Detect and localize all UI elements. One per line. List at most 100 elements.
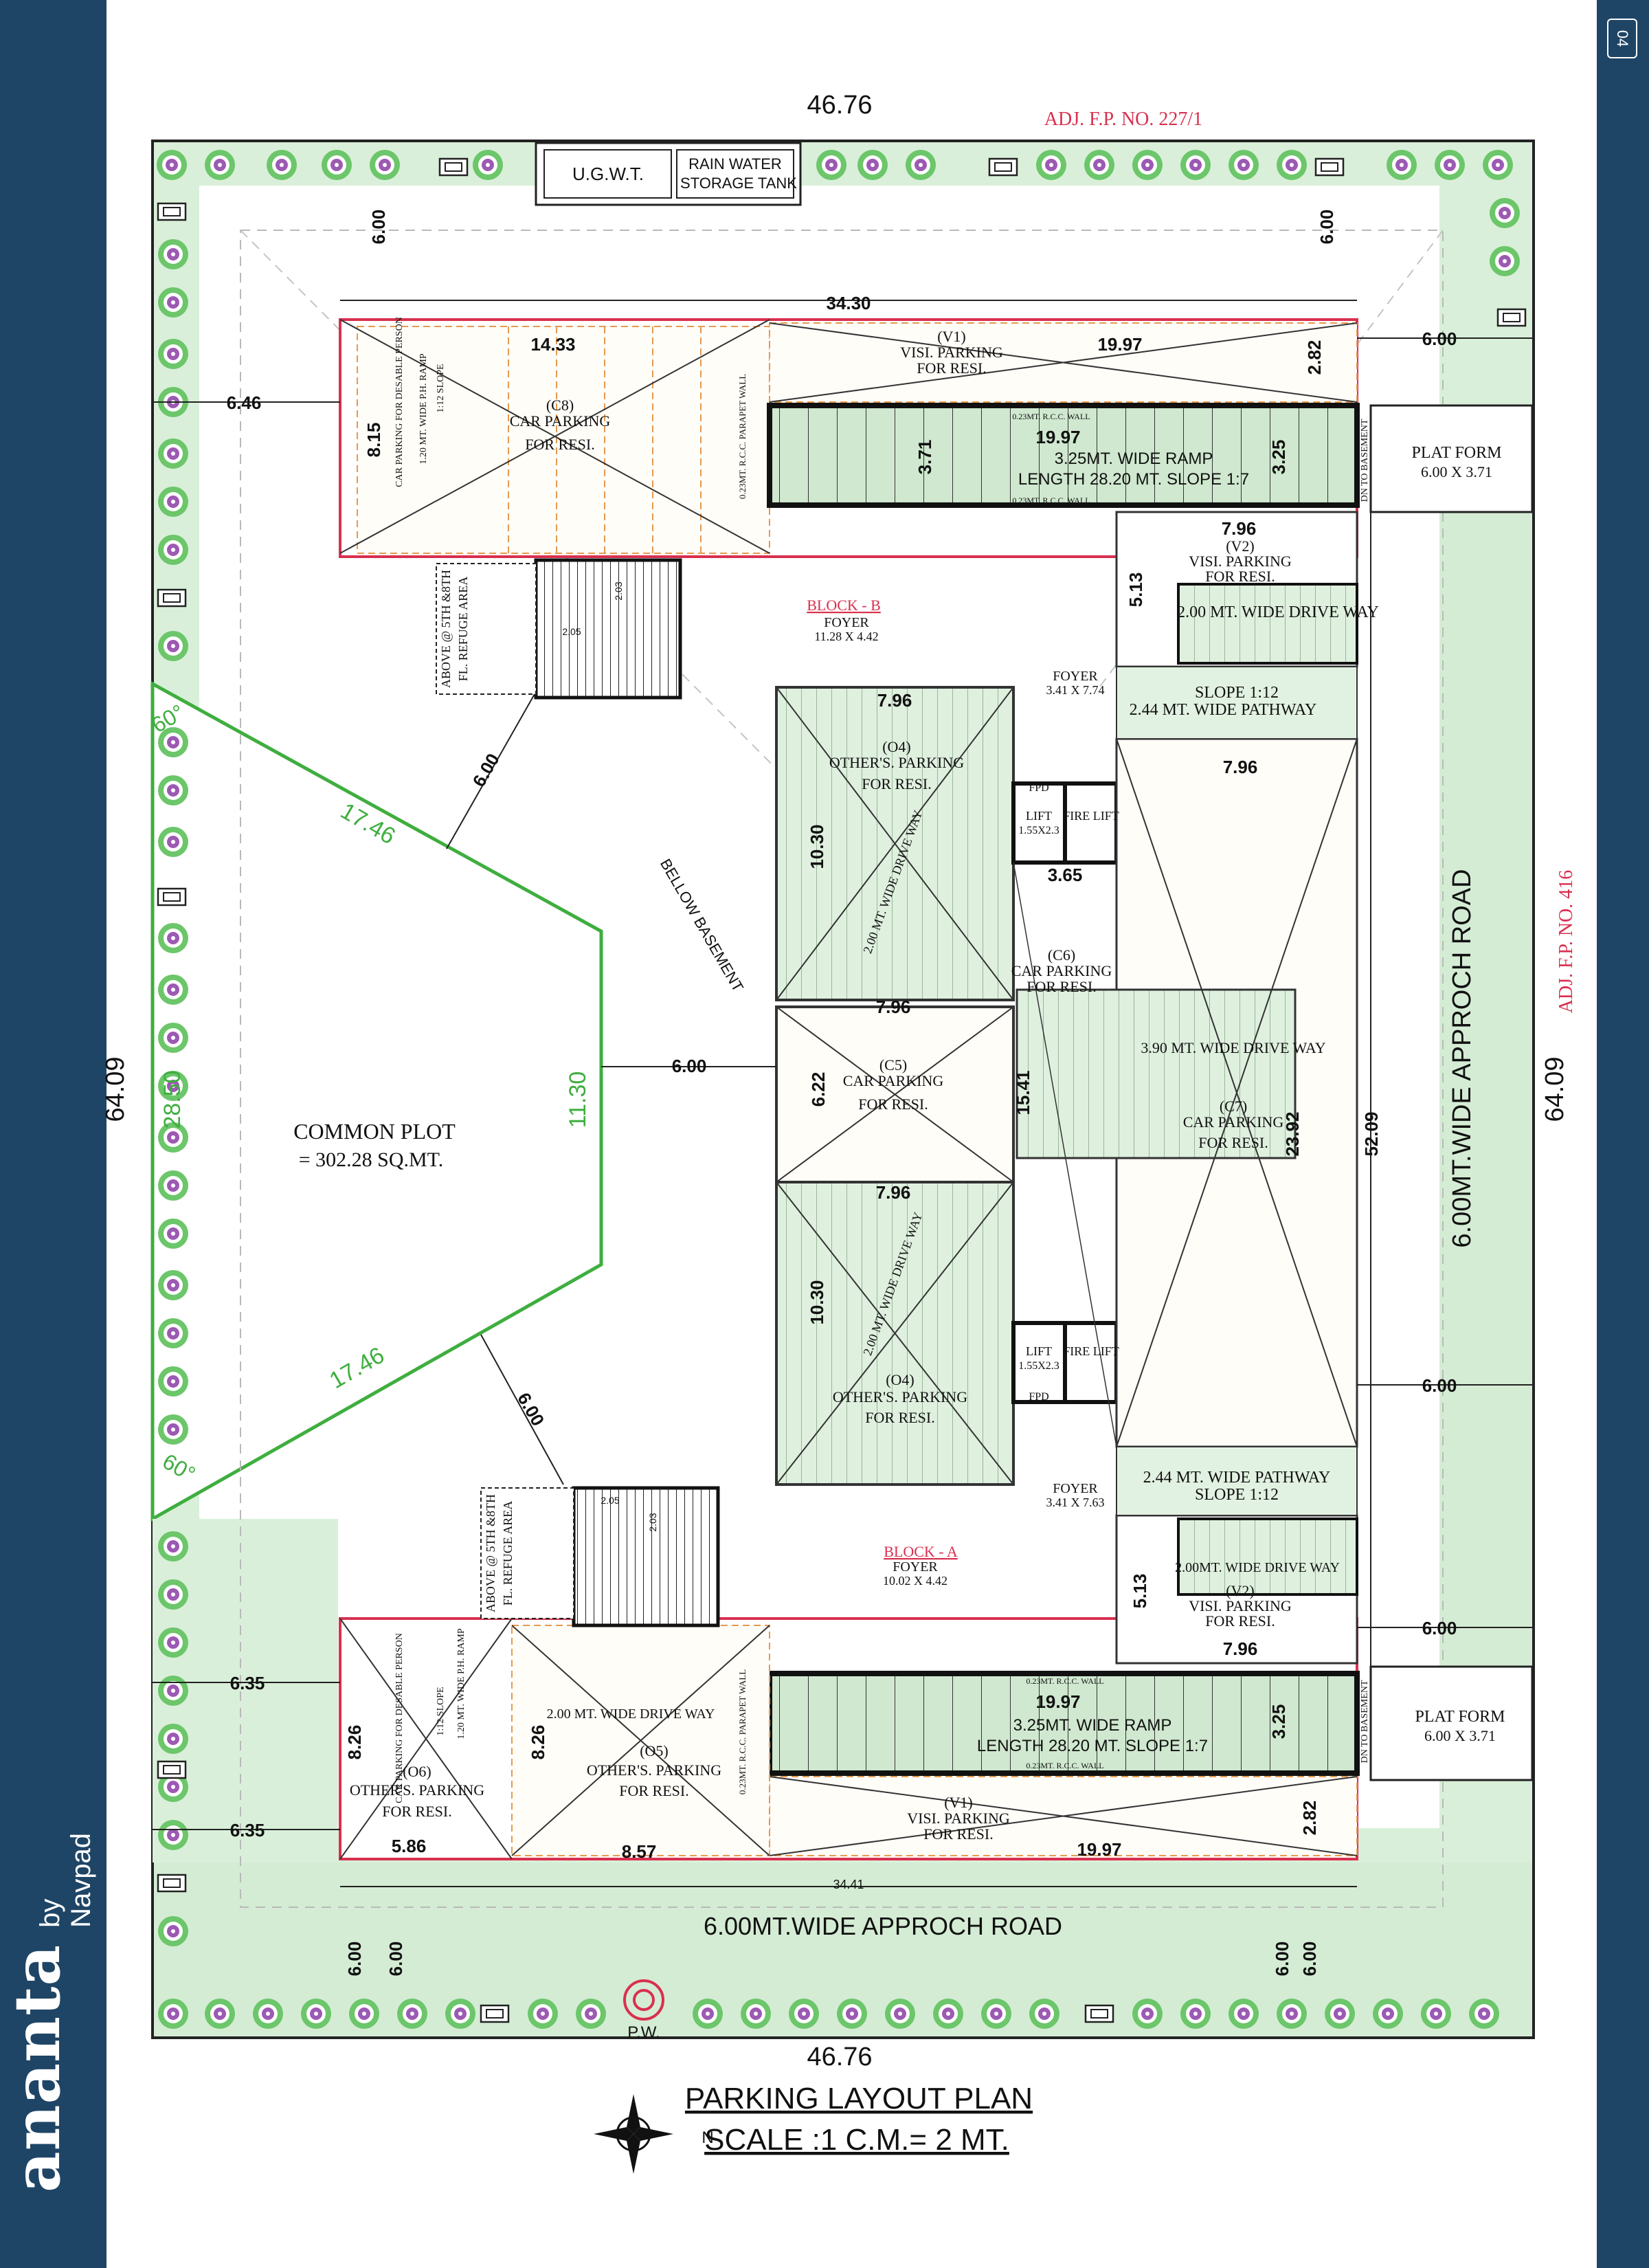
- dim-600-bottom-3: 6.00: [1272, 1942, 1292, 1977]
- v2-bottom-name: VISI. PARKING: [1189, 1597, 1292, 1614]
- block-b-foyer-size: 11.28 X 4.42: [814, 630, 878, 643]
- dim-513-bottom: 5.13: [1130, 1574, 1150, 1609]
- bottom-road-label: 6.00MT.WIDE APPROCH ROAD: [704, 1912, 1062, 1940]
- refuge-bottom-1: ABOVE @ 5TH &8TH: [484, 1494, 497, 1612]
- o6-code: (O6): [403, 1763, 431, 1780]
- block-b-label: BLOCK - B: [807, 597, 881, 614]
- platform-bottom-2: 6.00 X 3.71: [1424, 1727, 1496, 1744]
- left-sidebar: [0, 0, 106, 2268]
- dim-282-bottom: 2.82: [1299, 1801, 1320, 1836]
- dim-600-top-right: 6.00: [1316, 210, 1337, 245]
- v1-top-use: FOR RESI.: [917, 359, 986, 377]
- o6-name: OTHER'S. PARKING: [350, 1781, 484, 1799]
- pathway-bottom-slope: SLOPE 1:12: [1195, 1486, 1279, 1504]
- cp-dim-inner: 11.30: [565, 1071, 591, 1129]
- c5-code: (C5): [879, 1056, 907, 1074]
- dim-600-top-left: 6.00: [368, 210, 389, 245]
- o4-bottom-use: FOR RESI.: [865, 1409, 934, 1426]
- drive-top-right: 2.00 MT. WIDE DRIVE WAY: [1177, 603, 1379, 621]
- dim-top-label: 46.76: [807, 91, 872, 120]
- fpd-top: FPD: [1029, 782, 1048, 794]
- adjacent-plot-top: ADJ. F.P. NO. 227/1: [1044, 109, 1202, 130]
- pathway-top-width: 2.44 MT. WIDE PATHWAY: [1130, 701, 1317, 719]
- dim-586: 5.86: [392, 1836, 427, 1856]
- dim-600-center: 6.00: [672, 1056, 707, 1076]
- common-plot-title: COMMON PLOT: [293, 1119, 456, 1144]
- dim-1997-ramp-bottom: 19.97: [1035, 1691, 1080, 1712]
- dim-205-bottom: 2.05: [601, 1495, 619, 1506]
- ph-slope-top: 1:12 SLOPE: [436, 364, 446, 412]
- north-label: N: [702, 2128, 713, 2147]
- c6-use: FOR RESI.: [1027, 978, 1096, 995]
- public-well-icon: [623, 1979, 664, 2021]
- ph-ramp-bottom: 1.20 MT. WIDE P.H. RAMP: [456, 1628, 467, 1739]
- dim-796-c: 7.96: [1223, 757, 1258, 777]
- o4-bottom-code: (O4): [886, 1371, 915, 1388]
- platform-top-2: 6.00 X 3.71: [1421, 463, 1492, 480]
- drive-390: 3.90 MT. WIDE DRIVE WAY: [1141, 1039, 1325, 1056]
- v2-top-name: VISI. PARKING: [1189, 553, 1292, 570]
- rcc-wall-bottom-2: 0.23MT. R.C.C. WALL: [1026, 1761, 1103, 1770]
- platform-top-1: PLAT FORM: [1412, 444, 1502, 462]
- foyer-top: FOYER: [1053, 669, 1098, 684]
- dim-1030-bottom: 10.30: [807, 1280, 827, 1324]
- dim-371: 3.71: [915, 440, 935, 475]
- dim-513-top: 5.13: [1125, 572, 1146, 608]
- ramp-top: [767, 403, 1360, 508]
- rain-tank-label-2: STORAGE TANK: [680, 175, 797, 192]
- dim-622: 6.22: [808, 1072, 829, 1107]
- adjacent-plot-right: ADJ. F.P. NO. 416: [1556, 870, 1577, 1014]
- c8-name: CAR PARKING: [510, 412, 611, 430]
- v1-bottom-use: FOR RESI.: [923, 1825, 993, 1843]
- ramp-bottom: [767, 1671, 1360, 1776]
- dim-635-a: 6.35: [230, 1673, 265, 1693]
- dim-282-top: 2.82: [1304, 340, 1325, 375]
- dim-1997-ramp-top: 19.97: [1035, 427, 1080, 447]
- dim-1997-bottom: 19.97: [1077, 1839, 1121, 1860]
- lift-bottom: LIFT: [1026, 1344, 1052, 1358]
- drive-bottom-right: 2.00MT. WIDE DRIVE WAY: [1175, 1560, 1340, 1575]
- lift-top-size: 1.55X2.3: [1018, 825, 1059, 836]
- common-plot-outline: [150, 680, 603, 1522]
- cp-dim-side: 28.50: [159, 1070, 186, 1129]
- dim-796-e: 7.96: [876, 1182, 911, 1203]
- block-a-foyer-size: 10.02 X 4.42: [883, 1574, 947, 1588]
- dim-1997-top: 19.97: [1097, 334, 1142, 355]
- dim-right-label: 64.09: [1540, 1056, 1569, 1122]
- dim-600-bottom-2: 6.00: [385, 1942, 406, 1977]
- dim-826-a: 8.26: [344, 1725, 365, 1760]
- parapet-top: 0.23MT. R.C.C. PARAPET WALL: [737, 374, 748, 499]
- fire-lift-top: FIRE LIFT: [1063, 809, 1119, 823]
- dim-bottom-label: 46.76: [807, 2043, 872, 2071]
- block-a-foyer: FOYER: [893, 1559, 938, 1575]
- dim-646: 6.46: [227, 392, 262, 413]
- right-sidebar: 04: [1597, 0, 1649, 2268]
- foyer-bottom: FOYER: [1053, 1481, 1098, 1496]
- lift-top: LIFT: [1026, 809, 1052, 823]
- disabled-parking-bottom: CAR PARKING FOR DESABLE PERSON: [394, 1633, 405, 1803]
- right-road-label: 6.00MT.WIDE APPROCH ROAD: [1448, 869, 1477, 1247]
- rain-tank-label-1: RAIN WATER: [688, 155, 782, 173]
- dim-815: 8.15: [363, 423, 384, 458]
- c7-use: FOR RESI.: [1198, 1134, 1268, 1151]
- c7-name: CAR PARKING: [1183, 1113, 1284, 1131]
- dim-600-bottom-4: 6.00: [1299, 1942, 1320, 1977]
- pathway-top-slope: SLOPE 1:12: [1195, 684, 1279, 702]
- pw-label: P.W.: [627, 2023, 660, 2042]
- dim-600-bottom-1: 6.00: [344, 1942, 365, 1977]
- lift-bottom-size: 1.55X2.3: [1018, 1360, 1059, 1372]
- o5-use: FOR RESI.: [619, 1782, 688, 1799]
- ugwt-label: U.G.W.T.: [572, 164, 644, 184]
- drive-bottom-left: 2.00 MT. WIDE DRIVE WAY: [547, 1706, 715, 1722]
- v1-top-name: VISI. PARKING: [900, 344, 1003, 361]
- page-number-badge: 04: [1607, 19, 1637, 58]
- dim-796-a: 7.96: [1222, 518, 1257, 539]
- o4-bottom-name: OTHER'S. PARKING: [833, 1388, 967, 1405]
- plan-title: PARKING LAYOUT PLAN: [685, 2082, 1033, 2115]
- rcc-wall-bottom: 0.23MT. R.C.C. WALL: [1026, 1676, 1103, 1686]
- block-b-foyer: FOYER: [824, 615, 869, 630]
- o5-name: OTHER'S. PARKING: [587, 1761, 721, 1779]
- common-plot-area: = 302.28 SQ.MT.: [299, 1148, 444, 1171]
- dim-796-d: 7.96: [876, 997, 911, 1017]
- v2-bottom-code: (V2): [1226, 1582, 1255, 1599]
